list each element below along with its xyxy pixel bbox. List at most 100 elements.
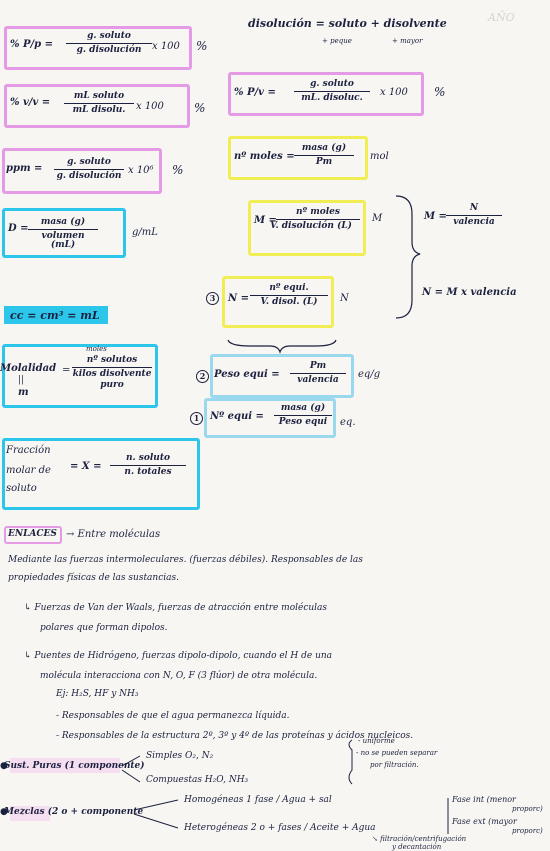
ppm-numerator: g. soluto	[54, 158, 124, 170]
vv-denominator: mL disolu.	[72, 105, 126, 115]
fraccion-denominator: n. totales	[124, 467, 172, 477]
m-from-n-lhs: M =	[424, 211, 447, 222]
molalidad-equiv-mark: ||	[18, 375, 25, 385]
peso-equi-lhs: Peso equi =	[214, 369, 280, 380]
n-equi-numerator: masa (g)	[274, 404, 332, 416]
peso-equi-unit: eq/g	[358, 369, 381, 380]
sust-puras-highlight	[10, 758, 120, 773]
pv-percent: %	[434, 85, 446, 99]
dissolution-equation: disolución = soluto + disolvente	[248, 17, 447, 30]
van-der-waals-line-2: polares que forman dipolos.	[40, 623, 168, 633]
mezclas-label: Mezclas (2 o + componente	[4, 807, 144, 817]
molalidad-symbol: m	[18, 387, 29, 398]
molalidad-fraction: nº solutos kilos disolvente puro	[72, 356, 152, 390]
molalidad-over-note: moles	[86, 345, 107, 353]
simples-line: Simples O₂, N₂	[146, 751, 214, 761]
pv-numerator: g. soluto	[294, 80, 370, 92]
enlaces-arrow-text: → Entre moléculas	[66, 529, 161, 540]
molalidad-formula-box	[2, 344, 158, 408]
pv-formula-box	[228, 72, 424, 116]
density-formula-box	[2, 208, 126, 258]
moles-fraction: masa (g) Pm	[294, 144, 354, 167]
density-numerator: masa (g)	[28, 218, 98, 230]
responsable-estructura: - Responsables de la estructura 2º, 3º y…	[56, 731, 414, 741]
fase-interna-2: proporc)	[512, 805, 543, 813]
fase-externa: Fase ext (mayor	[452, 817, 517, 826]
fraccion-formula-box	[2, 438, 200, 510]
n-equi-step-number: 1	[190, 412, 203, 425]
density-denominator: volumen (mL)	[41, 231, 85, 250]
normalidad-step-number: 3	[206, 292, 219, 305]
enlaces-title-box	[4, 526, 62, 544]
molalidad-label: Molalidad	[0, 363, 57, 374]
fraccion-label-2: molar de	[6, 465, 51, 476]
n-equi-fraction: masa (g) Peso equi	[274, 404, 332, 427]
pv-lhs: % P/v =	[234, 87, 276, 98]
ppm-fraction: g. soluto g. disolución	[54, 158, 124, 181]
molalidad-equals: =	[62, 365, 71, 376]
enlaces-paragraph-1: Mediante las fuerzas intermoleculares. (…	[8, 555, 363, 565]
compuestas-line: Compuestas H₂O, NH₃	[146, 775, 249, 785]
moles-denominator: Pm	[315, 157, 333, 167]
n-equi-unit: eq.	[340, 417, 356, 428]
sust-bullet: ●	[0, 761, 8, 771]
fraccion-numerator: n. soluto	[110, 454, 186, 466]
pp-denominator: g. disolución	[76, 45, 142, 55]
molaridad-formula-box	[248, 200, 366, 256]
normalidad-lhs: N =	[228, 293, 250, 304]
molaridad-fraction: nº moles V. disolución (L)	[256, 208, 360, 231]
under-soluto-note: + peque	[322, 37, 352, 45]
mezclas-highlight	[10, 806, 50, 821]
pp-percent: %	[196, 39, 208, 53]
heterogeneas-line: Heterogéneas 2 o + fases / Aceite + Agua	[184, 823, 376, 833]
vv-fraction: mL soluto mL disolu.	[64, 92, 134, 115]
cc-highlight	[4, 306, 108, 324]
ppm-percent: %	[172, 163, 184, 177]
pv-fraction: g. soluto mL. disoluc.	[294, 80, 370, 103]
pure-note-1: - uniforme	[358, 737, 395, 745]
ppm-denominator: g. disolución	[56, 171, 122, 181]
vv-numerator: mL soluto	[64, 92, 134, 104]
normalidad-formula-box	[222, 276, 334, 328]
example-molecules: Ej: H₂S, HF y NH₃	[56, 689, 139, 699]
pp-numerator: g. soluto	[66, 32, 152, 44]
vv-percent: %	[194, 101, 206, 115]
normalidad-unit: N	[340, 293, 349, 304]
responsable-agua: - Responsables de que el agua permanezca…	[56, 711, 290, 721]
normalidad-numerator: nº equi.	[250, 284, 328, 296]
mezclas-split-arrows	[133, 799, 179, 829]
density-lhs: D =	[8, 223, 29, 234]
pv-denominator: mL. disoluc.	[301, 93, 363, 103]
peso-equi-formula-box	[210, 354, 354, 398]
van-der-waals-line-1: ↳ Fuerzas de Van der Waals, fuerzas de a…	[24, 603, 328, 613]
under-disolvente-note: + mayor	[392, 37, 423, 45]
m-from-n-fraction: N valencia	[446, 204, 502, 227]
fraccion-equals: = X =	[70, 461, 102, 472]
peso-equi-denominator: valencia	[297, 375, 339, 385]
peso-equi-fraction: Pm valencia	[290, 362, 346, 385]
molalidad-denominator: kilos disolvente	[72, 369, 152, 379]
fraccion-fraction: n. soluto n. totales	[110, 454, 186, 477]
vv-factor: x 100	[136, 101, 164, 112]
enlaces-title: ENLACES	[8, 529, 57, 539]
vv-lhs: % v/v =	[10, 97, 51, 108]
fraccion-label-3: soluto	[6, 483, 37, 494]
molaridad-unit: M	[372, 213, 383, 224]
pp-formula-box	[4, 26, 192, 70]
peso-equi-numerator: Pm	[290, 362, 346, 374]
pp-lhs: % P/p =	[10, 39, 54, 50]
mezclas-bullet: ●	[0, 807, 8, 817]
n-equi-lhs: Nº equi =	[210, 411, 264, 422]
n-equi-denominator: Peso equi	[278, 417, 328, 427]
cc-equation: cc = cm³ = mL	[10, 309, 100, 322]
molalidad-numerator: nº solutos	[72, 356, 152, 368]
moles-unit: mol	[370, 151, 389, 162]
homogeneas-line: Homogéneas 1 fase / Agua + sal	[184, 795, 332, 805]
fraccion-label-1: Fracción	[6, 445, 51, 456]
moles-formula-box	[228, 136, 368, 180]
molalidad-denominator-2: puro	[100, 380, 124, 390]
faint-header-text: AÑO	[488, 11, 515, 24]
filtracion-note: ↘ filtración/centrifugación	[372, 835, 467, 843]
normalidad-step-badge: 3	[206, 292, 219, 305]
vv-formula-box	[4, 84, 190, 128]
